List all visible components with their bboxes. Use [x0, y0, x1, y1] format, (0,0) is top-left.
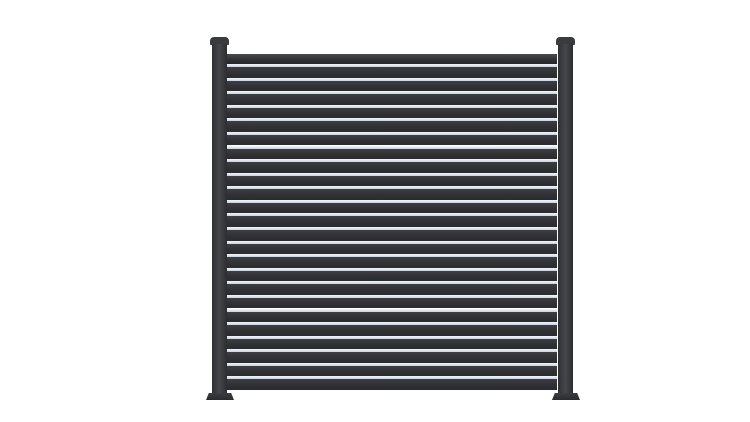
louvre-panel: [227, 54, 557, 390]
slat-gap: [227, 349, 557, 353]
slat: [227, 134, 557, 146]
slat: [227, 338, 557, 350]
slat: [227, 189, 557, 200]
slat: [227, 80, 557, 92]
slat: [227, 121, 557, 132]
slat-gap: [227, 294, 557, 298]
slat-gap: [227, 362, 557, 366]
slat-gap: [227, 376, 557, 380]
slat-gap: [227, 308, 557, 312]
slat: [227, 243, 557, 255]
slat-gap: [227, 281, 557, 285]
slat: [227, 297, 557, 309]
slat-gap: [227, 240, 557, 244]
slat: [227, 67, 557, 78]
slat: [227, 94, 557, 105]
slat: [227, 270, 557, 282]
left-post-cap: [210, 37, 229, 45]
slat-gap: [227, 91, 557, 95]
slat-gap: [227, 145, 557, 149]
right-post-base-plate: [552, 393, 580, 400]
slat: [227, 107, 557, 119]
slat: [227, 216, 557, 227]
right-post: [558, 44, 573, 394]
slat-gap: [227, 186, 557, 190]
slat-gap: [227, 77, 557, 81]
slat: [227, 352, 557, 363]
slat-gap: [227, 254, 557, 258]
slat-gap: [227, 64, 557, 67]
slat-gap: [227, 267, 557, 271]
left-post-base-plate: [206, 393, 234, 400]
slat: [227, 365, 557, 377]
right-post-cap: [556, 37, 575, 45]
left-post: [212, 44, 227, 394]
slat-gap: [227, 172, 557, 176]
slat: [227, 257, 557, 268]
slat: [227, 202, 557, 214]
slat-gap: [227, 104, 557, 108]
slat-gap: [227, 227, 557, 230]
slat-gap: [227, 322, 557, 326]
top-rail: [227, 54, 557, 64]
slat-gap: [227, 213, 557, 217]
slat: [227, 284, 557, 295]
slat-gap: [227, 335, 557, 339]
slat: [227, 162, 557, 173]
slat-gap: [227, 131, 557, 135]
slat: [227, 230, 557, 241]
slat: [227, 148, 557, 160]
slat: [227, 311, 557, 323]
slat: [227, 175, 557, 187]
slat-gap: [227, 118, 557, 122]
slat: [227, 325, 557, 336]
slat: [227, 379, 557, 390]
slat-gap: [227, 199, 557, 203]
slat-gap: [227, 159, 557, 163]
